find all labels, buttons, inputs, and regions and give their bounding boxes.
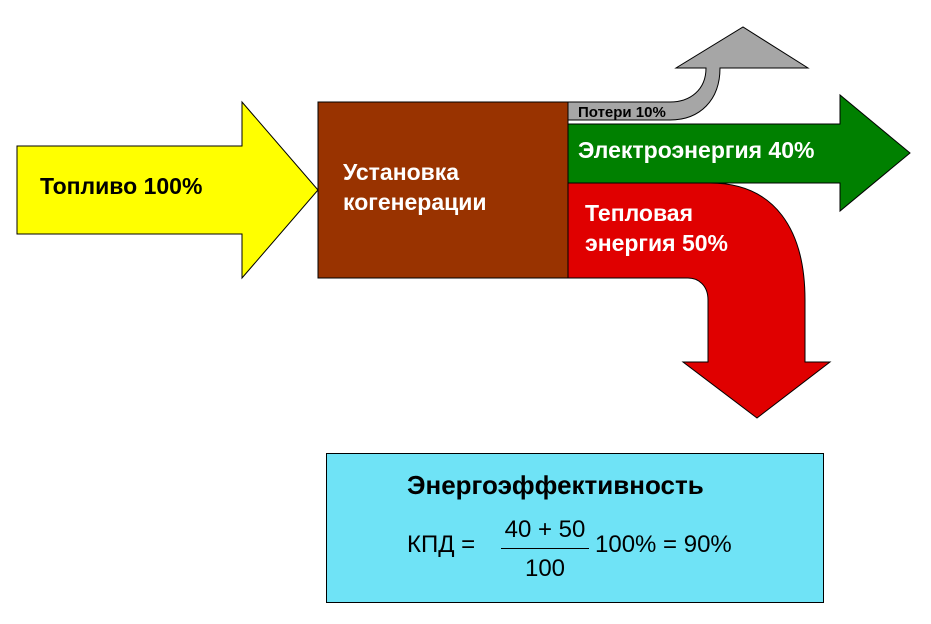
electricity-arrow: [567, 93, 911, 213]
formula-lhs: КПД =: [407, 531, 476, 558]
unit-label-line2: когенерации: [343, 189, 487, 215]
heat-label-line1: Тепловая: [585, 200, 693, 226]
electricity-label: Электроэнергия 40%: [578, 137, 815, 163]
formula-fraction: 40 + 50 100: [497, 514, 593, 585]
losses-label: Потери 10%: [578, 104, 666, 121]
loss-arrow: [567, 26, 810, 121]
formula-numerator: 40 + 50: [504, 516, 586, 543]
heat-label-line2: энергия 50%: [585, 230, 728, 256]
unit-label-line1: Установка: [343, 159, 460, 185]
cogeneration-unit-box: [317, 101, 569, 279]
efficiency-title: Энергоэффективность: [407, 470, 704, 500]
heat-arrow: [567, 182, 832, 419]
fuel-label: Топливо 100%: [40, 173, 203, 199]
fuel-arrow: [16, 100, 319, 280]
formula-denominator: 100: [524, 555, 566, 582]
fraction-bar: [501, 548, 589, 549]
formula-rhs: 100% = 90%: [595, 531, 732, 558]
cogeneration-unit-label: Установка когенерации: [343, 157, 487, 217]
heat-label: Тепловая энергия 50%: [585, 198, 728, 258]
efficiency-box: Энергоэффективность КПД = 40 + 50 100 10…: [326, 453, 824, 603]
